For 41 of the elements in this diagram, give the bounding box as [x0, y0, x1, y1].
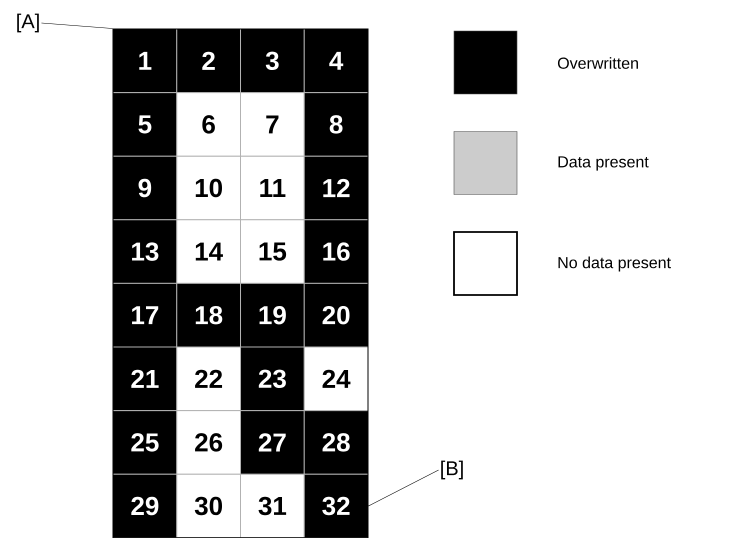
grid-cell: 16: [304, 219, 368, 284]
grid-cell: 29: [112, 474, 178, 538]
grid-cell: 2: [176, 28, 241, 94]
legend-label: Data present: [558, 156, 649, 171]
grid-cell: 32: [304, 474, 368, 538]
grid-cell: 8: [304, 92, 368, 157]
grid-cell: 13: [112, 219, 178, 284]
node-label: 30: [194, 496, 222, 516]
grid-cell: 4: [304, 28, 368, 94]
grid-cell: 23: [240, 346, 305, 412]
grid-cell: 12: [304, 156, 368, 220]
grid-cell: 30: [176, 474, 241, 538]
grid-cell: 10: [176, 156, 241, 220]
grid-cell: 26: [176, 410, 241, 475]
grid-cell: 5: [112, 92, 178, 157]
grid-cell: 17: [112, 282, 178, 348]
grid-cell: 1: [112, 28, 178, 94]
grid-cell: 24: [304, 346, 368, 412]
callout-label: [B]: [441, 460, 463, 480]
grid-cell: 14: [176, 219, 241, 284]
legend-label: No data present: [558, 256, 671, 272]
grid-cell: 28: [304, 410, 368, 475]
grid-cell: 15: [240, 219, 305, 284]
leader-line: [41, 22, 113, 29]
node-label: 31: [258, 496, 286, 516]
grid-cell: 22: [176, 346, 241, 412]
leader-line: [368, 470, 439, 506]
grid-cell: 18: [176, 282, 241, 348]
grid-cell: 20: [304, 282, 368, 348]
grid-cell: 31: [240, 474, 305, 538]
legend-label: Overwritten: [558, 57, 638, 69]
grid-cell: 25: [112, 410, 178, 475]
grid-cell: 19: [240, 282, 305, 348]
grid-cell: 27: [240, 410, 305, 475]
grid-cell: 7: [240, 92, 305, 157]
grid-cell: 3: [240, 28, 305, 94]
grid-cell: 6: [176, 92, 241, 157]
callout-label: [A]: [17, 14, 39, 32]
grid-cell: 11: [240, 156, 305, 220]
grid-cell: 21: [112, 346, 178, 412]
grid-cell: 9: [112, 156, 178, 220]
